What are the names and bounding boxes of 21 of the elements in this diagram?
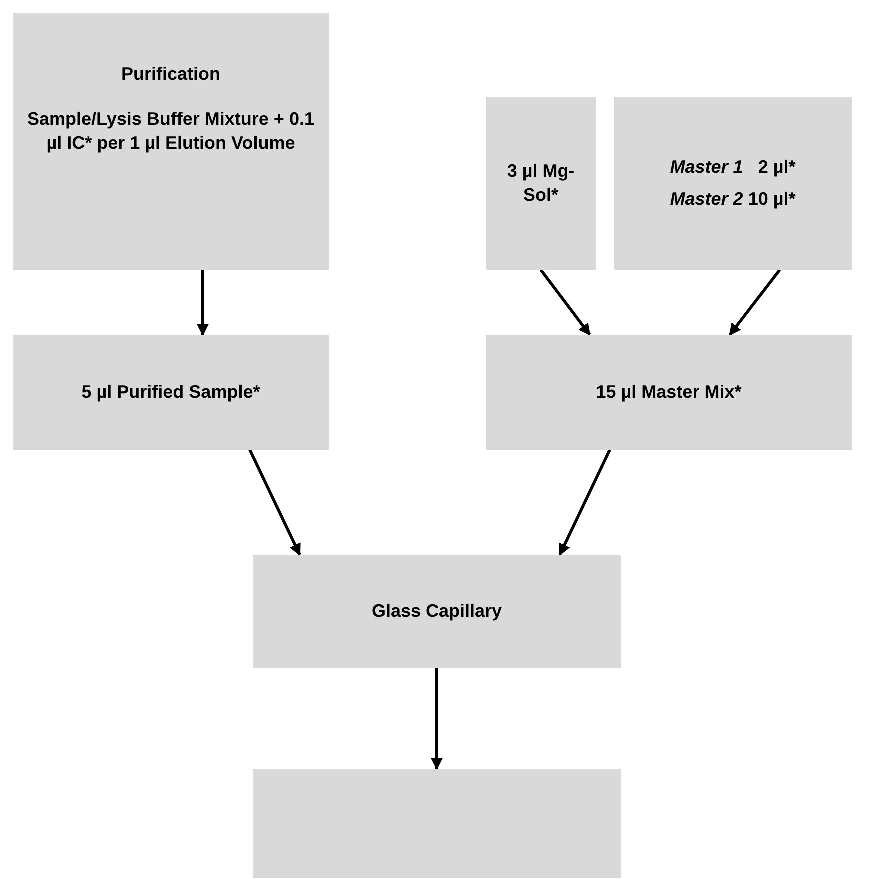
arrow: [540, 269, 592, 336]
box-text: Master 2 10 µl*: [670, 188, 796, 211]
process-box: [614, 97, 852, 270]
process-box: [13, 13, 329, 270]
box-text: 3 µl Mg-Sol*: [506, 160, 576, 206]
box-text: Glass Capillary: [372, 600, 502, 623]
arrow: [431, 668, 443, 770]
arrow: [197, 270, 209, 336]
arrow: [728, 269, 782, 336]
empty-box: [253, 769, 621, 878]
box-text: 15 µl Master Mix*: [596, 380, 742, 404]
process-box: [486, 335, 852, 450]
box-heading: Purification: [121, 63, 220, 86]
box-text: 5 µl Purified Sample*: [82, 380, 260, 404]
box-text: Sample/Lysis Buffer Mixture + 0.1 µl IC* per 1 µl Elution Volume: [26, 108, 316, 155]
box-text: Master 1 2 µl*: [670, 156, 796, 180]
arrow: [558, 449, 612, 556]
process-box: [486, 97, 596, 270]
process-box: [253, 555, 621, 668]
process-box: [13, 335, 329, 450]
arrow: [248, 449, 302, 556]
